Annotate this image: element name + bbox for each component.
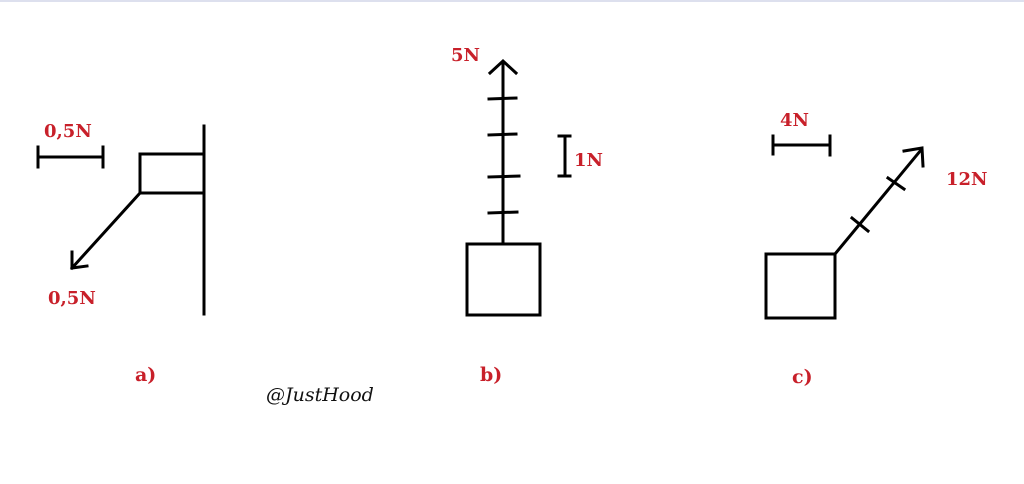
top-border-line	[0, 0, 1024, 2]
figure-a-force-label: 0,5N	[48, 288, 96, 309]
figure-a-scale-label: 0,5N	[44, 121, 92, 142]
figure-b: 5N 1N b)	[451, 45, 603, 386]
figure-c: 4N 12N c)	[764, 110, 988, 388]
figure-b-caption: b)	[480, 364, 502, 386]
figure-b-scale-bar	[557, 134, 572, 178]
figure-c-force-label: 12N	[946, 169, 988, 190]
watermark-text: @JustHood	[266, 384, 374, 406]
figure-b-scale-label: 1N	[574, 150, 603, 171]
figure-c-force-arrow	[832, 146, 925, 257]
figure-a-force-arrow	[69, 190, 143, 271]
figure-c-caption: c)	[792, 366, 813, 388]
figure-a-block	[138, 152, 206, 195]
figure-a: 0,5N 0,5N a)	[36, 121, 206, 386]
figure-b-block	[465, 242, 542, 317]
figure-a-scale-bar	[36, 145, 105, 169]
figure-c-block	[764, 252, 837, 320]
figure-b-force-arrow	[487, 58, 521, 246]
figure-c-scale-label: 4N	[780, 110, 809, 131]
figure-a-caption: a)	[135, 364, 156, 386]
figure-b-force-label: 5N	[451, 45, 480, 66]
figure-c-scale-bar	[771, 134, 832, 157]
